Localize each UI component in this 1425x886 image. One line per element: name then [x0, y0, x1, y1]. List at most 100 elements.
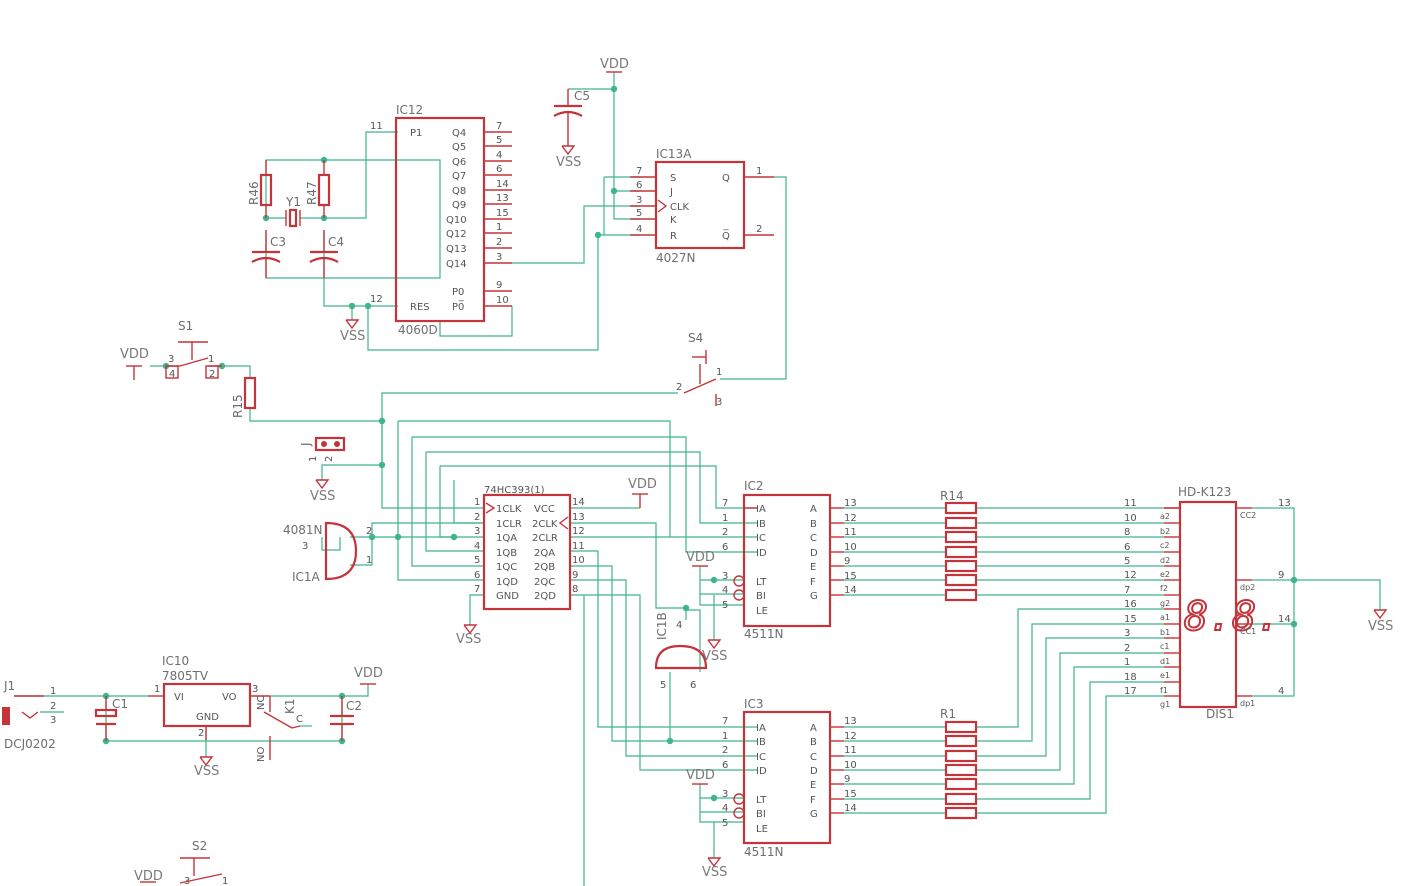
vdd-text: VDD [686, 550, 715, 565]
ic3-pin-n5: 5 [722, 818, 728, 829]
c3-capacitor[interactable]: C3 [251, 230, 286, 278]
c1-capacitor[interactable]: C1 [94, 696, 128, 741]
ic12-label: IC12 [396, 103, 423, 117]
display-pin-segment: a1 [1160, 613, 1170, 622]
display-pin-number: 11 [1124, 498, 1137, 509]
display-pin-segment: f2 [1160, 584, 1168, 593]
r15-resistor[interactable]: R15 [231, 376, 257, 418]
display-hd-k123[interactable]: 8.8. HD-K123 DIS1 11a210b28c26d25e212f27… [1124, 485, 1291, 721]
ic10-regulator[interactable]: IC10 7805TV VI VO GND 1 3 2 [148, 654, 270, 740]
c5-label: C5 [574, 89, 590, 103]
ic10-pin-1: 1 [154, 684, 160, 695]
vdd-symbol: VDD [600, 57, 629, 73]
r15-label: R15 [231, 394, 245, 418]
vdd-text: VDD [686, 768, 715, 783]
vss-text: VSS [1368, 619, 1393, 634]
counter-pin-1clk: 1CLK [496, 504, 522, 515]
r1-label: R1 [940, 707, 956, 721]
r46-resistor[interactable]: R46 [247, 160, 273, 218]
counter-pin-1clr: 1CLR [496, 519, 522, 530]
ic3-pin-bi: BI [756, 809, 766, 820]
ic13a-pin-3: 3 [636, 195, 642, 206]
ic2-pin-n13: 13 [844, 498, 857, 509]
ic3-pin-ib: IB [756, 737, 766, 748]
s2-pushbutton[interactable]: S2 3 1 [179, 839, 228, 886]
resistor-element [944, 559, 978, 573]
k1-relay[interactable]: K1 NC NO C [256, 696, 303, 762]
ic3-value: 4511N [744, 845, 784, 859]
c4-capacitor[interactable]: C4 [309, 230, 344, 278]
jp-jumper-header[interactable]: J 1 2 [299, 436, 346, 462]
y1-crystal[interactable]: Y1 [285, 195, 301, 228]
ic3-pin-f: F [810, 795, 816, 806]
ic12-pin-q14: Q14 [446, 259, 467, 270]
display-pin-segment: d1 [1160, 657, 1170, 666]
counter-right-pins: VCC 2CLK 2CLR 2QA 2QB 2QC 2QD 14 13 12 1… [532, 497, 585, 602]
ic2-pin-n1: 1 [722, 513, 728, 524]
display-pin-segment: e1 [1160, 671, 1170, 680]
ic2-pin-n6: 6 [722, 542, 728, 553]
ic12-value: 4060D [398, 323, 438, 337]
ic10-pin-3: 3 [252, 684, 258, 695]
s2-pin-1: 1 [222, 876, 228, 886]
vss-symbol: VSS [194, 756, 219, 779]
r1-resistor-array[interactable]: R1 [940, 707, 978, 820]
ic1a-and-gate[interactable]: 4081N IC1A 2 1 3 [283, 521, 372, 584]
ic12-pin-5: 5 [496, 135, 502, 146]
ic2-value: 4511N [744, 627, 784, 641]
ic2-pin-le: LE [756, 606, 768, 617]
ic13a-chip[interactable]: IC13A 4027N S J CLK K R Q Q̅ 7 6 3 5 4 1… [630, 147, 774, 265]
c5-capacitor[interactable]: C5 [553, 89, 590, 146]
s1-pin-4: 4 [169, 369, 175, 380]
ic13a-pin-7: 7 [636, 166, 642, 177]
ic12-pin-res: RES [410, 302, 430, 313]
ic12-pin-p0bar: P0̅ [452, 300, 465, 313]
s1-pushbutton[interactable]: S1 3 1 4 2 [165, 319, 222, 380]
r47-label: R47 [305, 181, 319, 205]
display-pin-segment: c1 [1160, 642, 1170, 651]
display-pin-segment: f1 [1160, 686, 1168, 695]
ic3-decoder-chip[interactable]: IC3 4511N IA IB IC ID LT BI LE A B C D E… [722, 697, 857, 859]
vss-text: VSS [702, 649, 727, 664]
ic12-pin-7: 7 [496, 121, 502, 132]
counter-pin-n6: 6 [474, 570, 480, 581]
r14-resistor-array[interactable]: R14 [940, 489, 978, 602]
ic2-pin-n14: 14 [844, 585, 857, 596]
counter-pin-n9: 9 [572, 570, 578, 581]
counter-pin-n1: 1 [474, 497, 480, 508]
k1-label: K1 [283, 698, 297, 714]
c4-label: C4 [328, 235, 344, 249]
r47-resistor[interactable]: R47 [305, 160, 331, 218]
ic3-pin-c: C [810, 752, 817, 763]
ic12-chip[interactable]: IC12 4060D P1 RES 11 12 Q4 Q5 Q6 Q7 Q8 Q… [370, 103, 512, 337]
vss-symbol: VSS [1368, 609, 1393, 634]
ic3-pin-le: LE [756, 824, 768, 835]
ic13a-pin-5: 5 [636, 208, 642, 219]
s1-label: S1 [178, 319, 193, 333]
ic13a-pin-4: 4 [636, 224, 642, 235]
ic2-pin-n5: 5 [722, 600, 728, 611]
j1-dc-jack[interactable]: J1 DCJ0202 1 2 3 [2, 679, 56, 751]
counter-pin-n8: 8 [572, 584, 578, 595]
s4-switch[interactable]: S4 2 1 3 [676, 331, 722, 408]
ic2-pin-n4: 4 [722, 585, 728, 596]
counter-pin-vcc: VCC [534, 504, 555, 515]
c2-capacitor[interactable]: C2 [330, 696, 362, 741]
ic2-pin-n12: 12 [844, 513, 857, 524]
ic2-pin-d: D [810, 548, 818, 559]
resistor-element [944, 806, 978, 820]
k1-pin-nc: NC [256, 696, 267, 710]
vss-symbol: VSS [310, 479, 335, 504]
ic12-pin-q6: Q6 [452, 157, 466, 168]
ic3-pin-n1: 1 [722, 731, 728, 742]
ic2-pin-bi: BI [756, 591, 766, 602]
ic2-decoder-chip[interactable]: IC2 4511N IA IB IC ID LT BI LE A B C D E… [722, 479, 857, 641]
ic1b-and-gate[interactable]: IC1B 4 5 6 [654, 612, 708, 691]
s1-pin-1: 1 [208, 354, 214, 365]
vdd-symbol: VDD [120, 347, 149, 380]
ic1b-pin-6: 6 [690, 680, 696, 691]
j1-pin-2: 2 [50, 701, 56, 712]
resistor-element [944, 545, 978, 559]
counter-74hc393-chip[interactable]: 74HC393(1) 1CLK 1CLR 1QA 1QB 1QC 1QD GND… [474, 485, 585, 611]
